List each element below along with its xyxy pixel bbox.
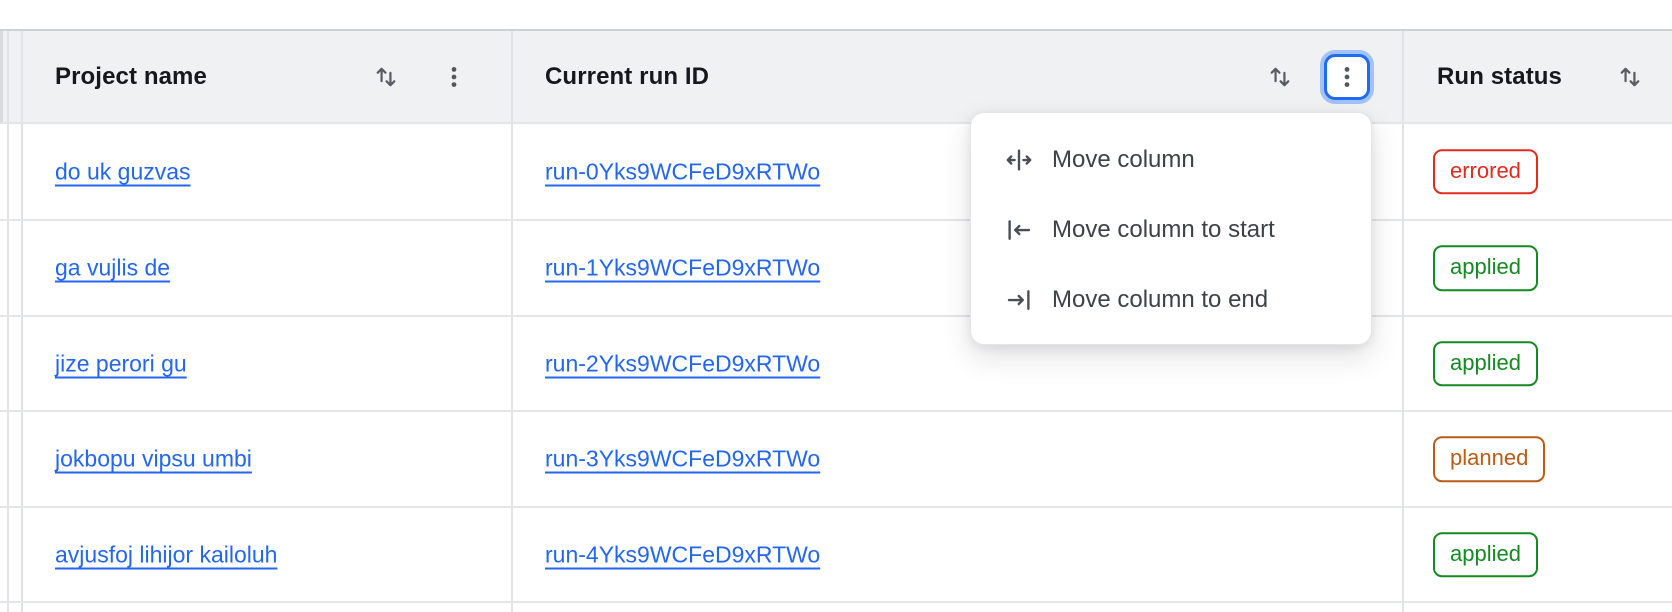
gridline (0, 219, 1672, 221)
table-row: avjusfoj lihijor kailoluh run-4Yks9WCFeD… (0, 508, 1672, 601)
move-column-icon (1004, 145, 1034, 175)
menu-item-move-column-to-end[interactable]: Move column to end (971, 265, 1371, 335)
sort-arrows-icon[interactable] (372, 63, 400, 91)
run-id-link[interactable]: run-4Yks9WCFeD9xRTWo (545, 541, 821, 567)
gridline (0, 31, 3, 123)
run-id-link[interactable]: run-2Yks9WCFeD9xRTWo (545, 350, 821, 376)
move-column-to-end-icon (1004, 285, 1034, 315)
menu-item-move-column-to-start[interactable]: Move column to start (971, 195, 1371, 265)
kebab-menu-button-focused[interactable] (1324, 54, 1370, 100)
sort-arrows-icon[interactable] (1266, 63, 1294, 91)
run-id-link[interactable]: run-3Yks9WCFeD9xRTWo (545, 445, 821, 472)
run-id-link[interactable]: run-0Yks9WCFeD9xRTWo (545, 158, 821, 184)
run-id-link[interactable]: run-1Yks9WCFeD9xRTWo (545, 254, 821, 281)
project-name-link[interactable]: jokbopu vipsu umbi (55, 445, 252, 472)
column-header-current-run-id: Current run ID (545, 63, 710, 90)
table-row: jize perori gu run-2Yks9WCFeD9xRTWo appl… (0, 317, 1672, 410)
gridline (0, 410, 1672, 412)
gridline (1402, 31, 1404, 612)
table-top-border (0, 29, 1672, 31)
gridline (0, 315, 1672, 317)
status-badge: applied (1433, 245, 1538, 291)
project-name-link[interactable]: ga vujlis de (55, 254, 171, 281)
column-header-run-status: Run status (1437, 63, 1563, 90)
project-name-link[interactable]: do uk guzvas (55, 158, 191, 184)
menu-item-label: Move column (1052, 146, 1195, 173)
menu-item-label: Move column to start (1052, 216, 1275, 243)
gridline (0, 506, 1672, 508)
move-column-to-start-icon (1004, 215, 1034, 245)
gridline (0, 601, 1672, 603)
kebab-menu-icon (1344, 67, 1350, 87)
gridline (511, 31, 513, 612)
gridline (7, 31, 9, 612)
status-badge: applied (1433, 340, 1538, 387)
table-row: ga vujlis de run-1Yks9WCFeD9xRTWo applie… (0, 221, 1672, 315)
table-header-row: Project name Current run ID Run status (0, 31, 1672, 123)
status-badge: planned (1433, 436, 1546, 482)
gridline (0, 122, 1672, 124)
column-options-menu: Move column Move column to start Move co… (970, 112, 1372, 345)
table-row: do uk guzvas run-0Yks9WCFeD9xRTWo errore… (0, 124, 1672, 219)
menu-item-label: Move column to end (1052, 286, 1269, 313)
menu-item-move-column[interactable]: Move column (971, 125, 1371, 195)
sort-arrows-icon[interactable] (1616, 63, 1644, 91)
status-badge: applied (1433, 531, 1538, 578)
column-header-project-name: Project name (55, 63, 207, 90)
project-name-link[interactable]: avjusfoj lihijor kailoluh (55, 541, 278, 567)
project-name-link[interactable]: jize perori gu (55, 350, 187, 376)
kebab-menu-icon[interactable] (441, 64, 467, 90)
status-badge: errored (1433, 148, 1538, 195)
gridline (21, 31, 23, 612)
table-row: jokbopu vipsu umbi run-3Yks9WCFeD9xRTWo … (0, 412, 1672, 506)
